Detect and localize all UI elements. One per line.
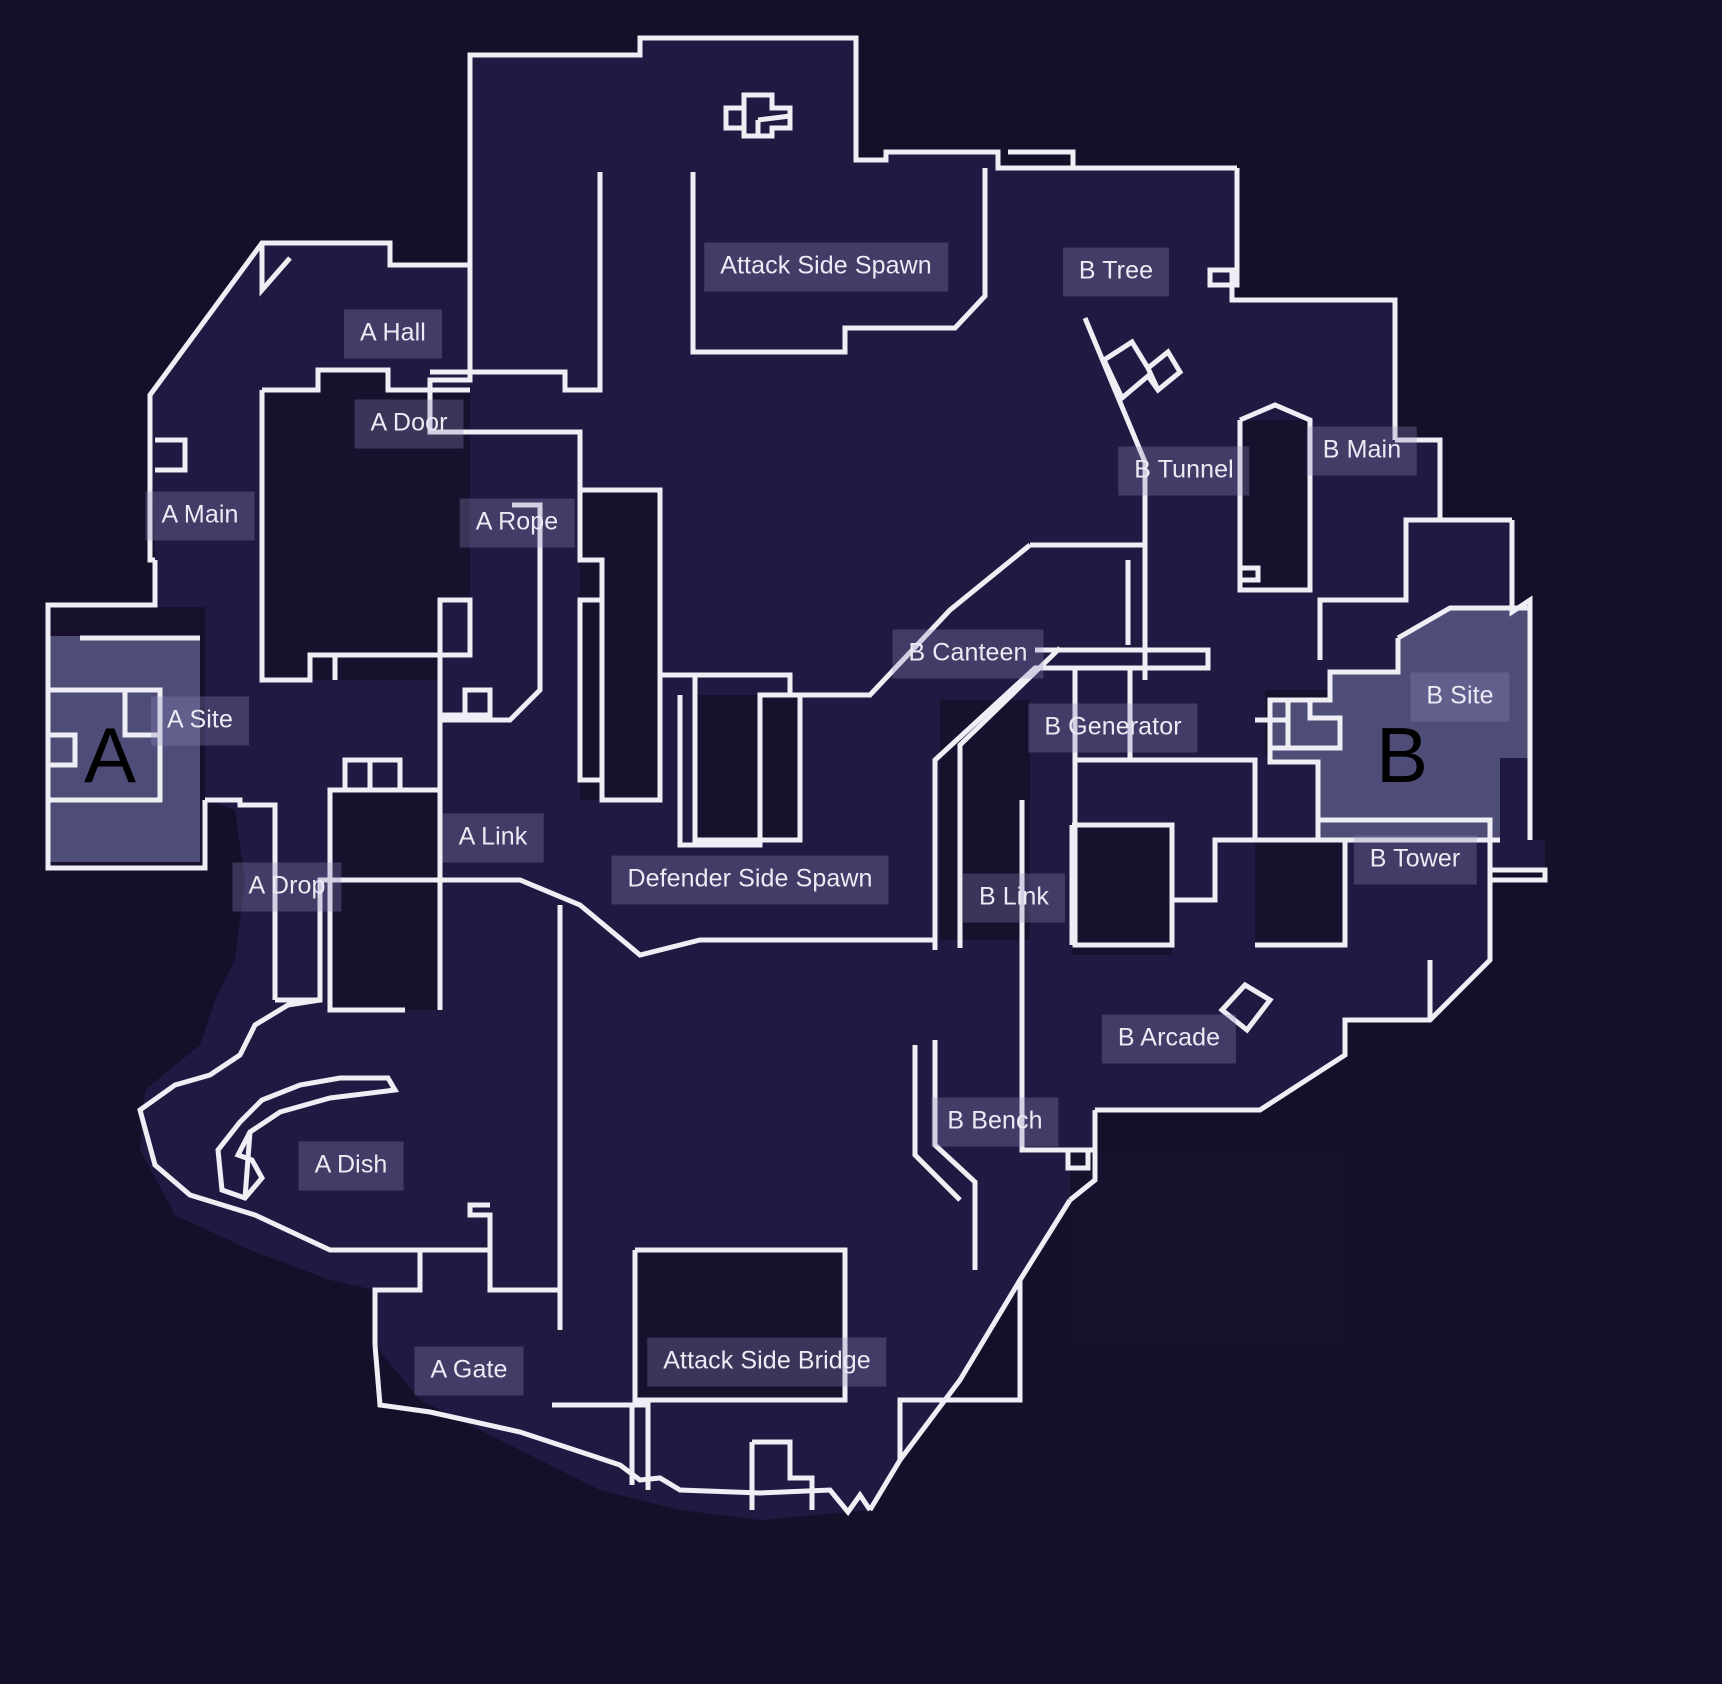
site-letter-a: A: [83, 711, 137, 799]
callout-a-rope[interactable]: A Rope: [459, 498, 575, 548]
callout-b-bench[interactable]: B Bench: [931, 1097, 1059, 1147]
site-letter-b: B: [1375, 711, 1429, 799]
callout-b-tunnel[interactable]: B Tunnel: [1118, 446, 1250, 496]
callout-defender-side-spawn[interactable]: Defender Side Spawn: [611, 855, 889, 905]
callout-a-hall[interactable]: A Hall: [344, 309, 442, 359]
callout-b-generator[interactable]: B Generator: [1028, 703, 1198, 753]
callout-attack-side-bridge[interactable]: Attack Side Bridge: [647, 1337, 887, 1387]
callout-a-main[interactable]: A Main: [145, 491, 255, 541]
callout-a-link[interactable]: A Link: [442, 813, 544, 863]
callout-a-dish[interactable]: A Dish: [298, 1141, 404, 1191]
callout-a-door[interactable]: A Door: [354, 399, 464, 449]
callout-b-main[interactable]: B Main: [1306, 426, 1418, 476]
callout-a-site[interactable]: A Site: [151, 696, 249, 746]
callout-b-tree[interactable]: B Tree: [1062, 247, 1170, 297]
callout-a-gate[interactable]: A Gate: [414, 1346, 524, 1396]
callout-b-link[interactable]: B Link: [962, 873, 1066, 923]
callout-b-canteen[interactable]: B Canteen: [892, 629, 1044, 679]
callout-a-drop[interactable]: A Drop: [232, 862, 342, 912]
map-walls: [45, 35, 1548, 1517]
callout-b-site[interactable]: B Site: [1410, 672, 1510, 722]
callout-attack-side-spawn[interactable]: Attack Side Spawn: [704, 242, 948, 292]
callout-b-tower[interactable]: B Tower: [1353, 835, 1477, 885]
callout-b-arcade[interactable]: B Arcade: [1101, 1014, 1237, 1064]
b-site-fill: [1270, 608, 1530, 840]
